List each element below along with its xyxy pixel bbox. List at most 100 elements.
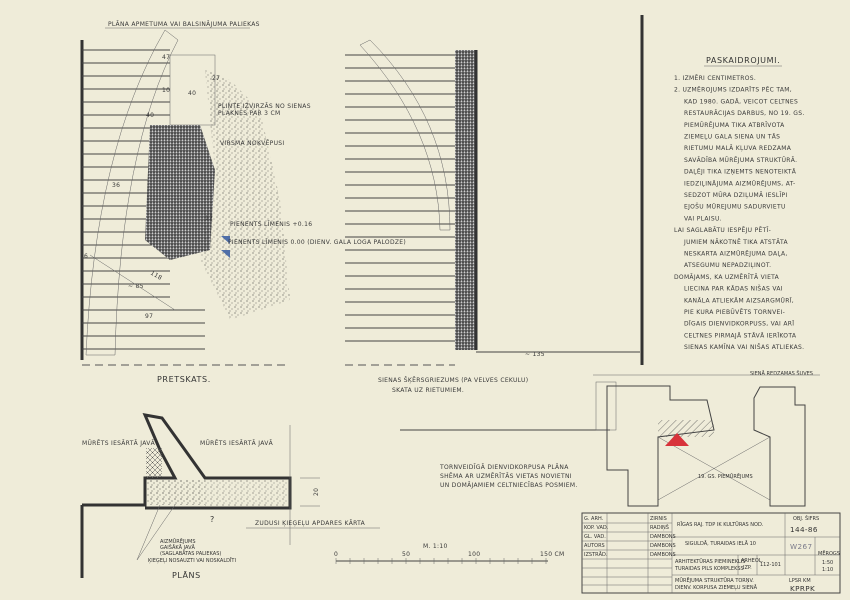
notes-line: LAI SAGLABĀTU IESPĒJU PĒTĪ-	[674, 227, 771, 234]
tb-code: 144-86	[790, 525, 818, 534]
tb-scale-label: MĒROGS	[818, 550, 840, 557]
plan-view: 20 MŪRĒTS IESĀRTĀ JAVĀ MŪRĒTS IESĀRTĀ JA…	[80, 413, 380, 580]
tb-role: KOP. VAD.	[584, 525, 609, 531]
section-title: SIENAS ŠĶĒRSGRIEZUMS (PA VELVES CEKULU)	[378, 377, 528, 384]
notes-line: LIECINA PAR KĀDAS NIŠAS VAI	[684, 286, 783, 293]
dim-label: 10	[162, 87, 170, 94]
label-plaster-remains: PLĀNA APMETUMA VAI BALSINĀJUMA PALIEKAS	[108, 21, 260, 28]
dim-label: 118	[149, 270, 163, 282]
notes-line: PIE KURA PIEBŪVĒTS TORNVEI-	[684, 309, 785, 316]
level-marker-icon	[221, 236, 230, 244]
tb-name: DAMBONS	[650, 543, 676, 549]
question-mark: ?	[210, 515, 215, 524]
notes-line: DAĻĒJI TIKA IZŅEMTS NENOTEIKTĀ	[684, 169, 797, 176]
scale-tick-label: 0	[334, 551, 338, 558]
tb-role: G. ARH.	[584, 516, 604, 522]
notes-line: SEDZOT MŪRA DZIĻUMĀ IESLĪPI	[684, 192, 788, 199]
tb-name: DAMBONS	[650, 534, 676, 540]
tb-scale: 1:10	[822, 567, 833, 573]
dim-label: 6	[84, 253, 88, 260]
elevation-title: PRETSKATS.	[157, 375, 211, 384]
section-view: ~ 135 SIENAS ŠĶĒRSGRIEZUMS (PA VELVES CE…	[345, 39, 640, 394]
plan-title: PLĀNS	[172, 570, 201, 580]
tb-inv: W267	[790, 542, 812, 551]
tb-drawing-title: MŪRĒJUMA STRUKTŪRA TORŅV.	[675, 577, 754, 584]
schema-title: UN DOMĀJAMIEM CELTNIECĪBAS POSMIEM.	[440, 482, 578, 489]
schema-seam-label: SIENĀ REDZAMAS ŠUVES	[750, 370, 813, 377]
dim-label: 20	[313, 488, 320, 496]
note-infill: AIZMŪRĒJUMS	[160, 538, 196, 545]
dim-label: ~ 135	[525, 351, 545, 358]
notes-line: 2. UZMĒROJUMS IZDARĪTS PĒC TAM,	[674, 87, 792, 94]
plan-label-right: MŪRĒTS IESĀRTĀ JAVĀ	[200, 440, 274, 447]
tb-institution: KPRPK	[790, 584, 815, 593]
level-label: PIENENTS LĪMENIS +0.16	[230, 221, 312, 228]
tb-drawing-title: DIENV. KORPUSA ZIEMEĻU SIENĀ	[675, 584, 758, 591]
notes-line: ZIEMEĻU GALA SIENA UN TĀS	[684, 134, 780, 141]
dim-label: ~ 85	[128, 283, 144, 290]
notes-line: VAI PLAISU.	[684, 215, 722, 222]
scale-tick-label: 50	[402, 551, 410, 558]
notes-line: PIEMŪRĒJUMA TIKA ATBRĪVOTA	[684, 122, 785, 129]
schema-fill-label: 19. GS. PIEMŪRĒJUMS	[698, 473, 753, 480]
notes-line: SAVĀDĪBA MŪRĒJUMA STRUKTŪRĀ.	[684, 157, 797, 164]
notes-line: SIENAS KAMĪNA VAI NIŠAS ATLIEKAS.	[684, 344, 804, 351]
scale-tick-label: 150 CM	[540, 551, 565, 558]
notes-line: KANĀLA ATLIEKĀM AIZSARGMŪRĪ,	[684, 297, 794, 304]
tb-scale: 1:50	[822, 560, 833, 566]
schema-title: TORNVEIDĪGĀ DIENVIDKORPUSA PLĀNA	[439, 464, 569, 471]
notes-line: NESKARTA AIZMŪRĒJUMA DAĻA,	[684, 251, 788, 258]
tb-address: SIGULDĀ, TURAIDAS IELĀ 10	[685, 540, 756, 547]
tb-stage: IZP.	[743, 565, 752, 571]
tb-code-label: OBJ. ŠIFRS	[793, 515, 819, 522]
scale-tick-label: 100	[468, 551, 480, 558]
notes-line: CELTNES PIRMAJĀ STĀVĀ IERĪKOTA	[684, 332, 797, 339]
dim-label: 40	[188, 90, 196, 97]
tb-role: GL. VAD.	[584, 534, 606, 540]
notes-line: DOMĀJAMS, KA UZMĒRĪTĀ VIETA	[674, 274, 780, 281]
section-subtitle: SKATA UZ RIETUMIEM.	[392, 387, 464, 394]
dim-label: 97	[145, 313, 153, 320]
notes-line: JUMIEM NĀKOTNĒ TIKA ATSTĀTA	[683, 239, 788, 246]
notes-line: RESTAURĀCIJAS DARBUS, NO 19. GS.	[684, 110, 805, 117]
tb-object: TURAIDAS PILS KOMPLEKSS	[674, 566, 744, 572]
note-lost-layer: ZUDUSI ĶIEĢEĻU APDARES KĀRTA	[255, 520, 366, 527]
tb-object: ARHITEKTŪRAS PIEMINEKLIS	[675, 558, 745, 565]
location-marker-icon	[665, 433, 689, 446]
tb-stage: ARHEOL.	[741, 558, 764, 564]
notes-panel: PASKAIDROJUMI. 1. IZMĒRI CENTIMETROS. 2. …	[674, 56, 805, 351]
notes-line: ATSEGUMU NEPADZIĻINOT.	[684, 262, 771, 269]
elevation-view: PLĀNA APMETUMA VAI BALSINĀJUMA PALIEKAS …	[80, 21, 406, 384]
notes-line: DĪGAIS DIENVIDKORPUSS, VAI ARĪ	[684, 321, 794, 328]
tb-name: RADIŅŠ	[650, 524, 669, 531]
note-bricks: ĶIEĢEĻI NOSAUZTI VAI NOSKALDĪTI	[148, 557, 236, 564]
dim-label: 27	[212, 75, 220, 82]
schema-title: SHĒMA AR UZMĒRĪTĀS VIETAS NOVIETNI	[440, 473, 572, 480]
note-infill: GAIŠĀKĀ JAVĀ	[160, 544, 196, 551]
plan-label-left: MŪRĒTS IESĀRTĀ JAVĀ	[82, 440, 156, 447]
building-plan-schema: TORNVEIDĪGĀ DIENVIDKORPUSA PLĀNA SHĒMA A…	[400, 370, 820, 507]
note-plinth: PLINTE IZVIRZĀS NO SIENAS	[218, 103, 311, 110]
dim-label: 47	[162, 54, 170, 61]
tb-role: IZSTRĀD.	[584, 551, 608, 558]
tb-name: DAMBONS	[650, 552, 676, 558]
tb-role: AUTORS	[584, 543, 605, 549]
notes-line: RIETUMU MALĀ KĻUVA REDZAMA	[684, 145, 792, 152]
tb-organization: RĪGAS RAJ. TDP IK KULTŪRAS NOD.	[677, 521, 764, 528]
note-plinth: PLAKNES PAR 3 CM	[218, 110, 280, 117]
note-sooty-surface: VIRSMA NOKVĒPUSI	[220, 140, 284, 147]
level-marker-icon	[221, 250, 230, 258]
notes-line: KAD 1980. GADĀ, VEICOT CELTNES	[684, 98, 798, 105]
scale-label: M. 1:10	[423, 543, 448, 550]
scale-bar: M. 1:10 0 50 100 150 CM	[334, 543, 565, 564]
dim-label: 40	[146, 112, 154, 119]
notes-line: 1. IZMĒRI CENTIMETROS.	[674, 75, 756, 82]
dim-label: 12	[205, 215, 213, 222]
notes-title: PASKAIDROJUMI.	[706, 56, 780, 65]
level-label: PIENENTS LĪMENIS 0.00 (DIENV. GALA LOGA …	[228, 239, 406, 246]
tb-sheet: 112-101	[760, 562, 781, 568]
notes-line: IEDZIĻINĀJUMA AIZMŪRĒJUMS, AT-	[684, 180, 796, 187]
dim-label: 36	[112, 182, 120, 189]
